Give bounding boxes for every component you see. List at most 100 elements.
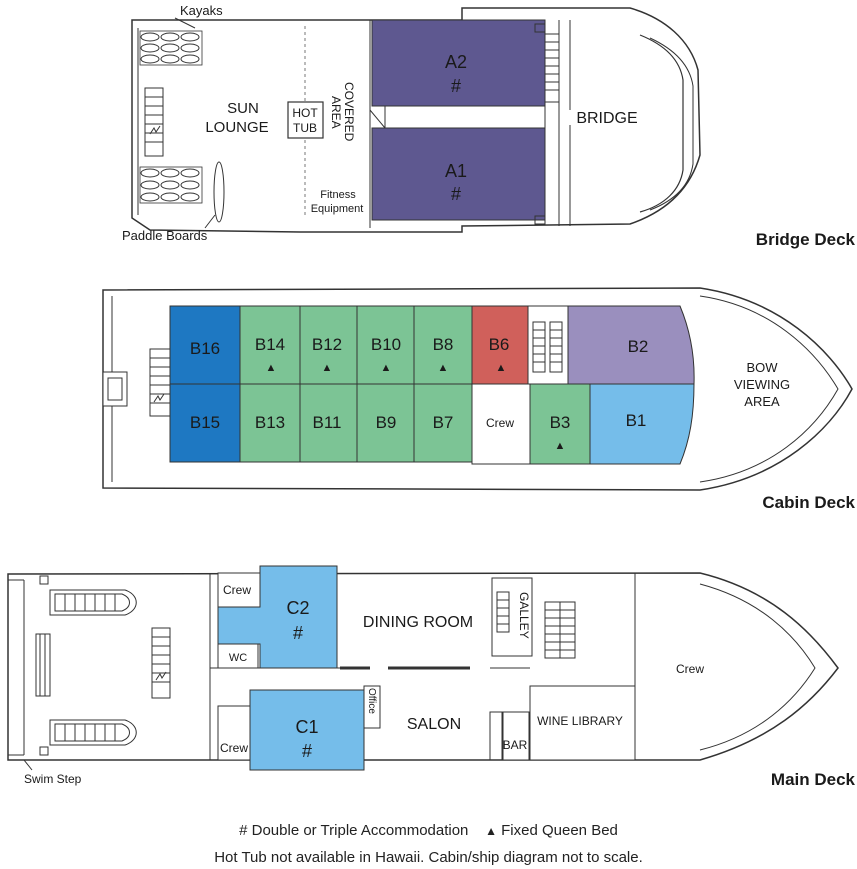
cabin-b3-queen-icon: ▲ (555, 440, 566, 452)
bridge-deck-title: Bridge Deck (756, 230, 856, 249)
legend-note: Hot Tub not available in Hawaii. Cabin/s… (214, 849, 643, 866)
cabin-stern-stairs (149, 348, 171, 417)
tender-boat-bottom (39, 719, 137, 756)
cabin-b10-queen-icon: ▲ (381, 362, 392, 374)
bridge-forward-stairs (534, 20, 571, 226)
dining-room-label: DINING ROOM (363, 614, 473, 631)
cabin-a1[interactable] (371, 127, 546, 221)
cabin-b11[interactable] (299, 383, 358, 463)
cabin-b9[interactable] (356, 383, 415, 463)
cabin-b6-label: B6 (489, 335, 510, 354)
cabin-a2-label: A2 (445, 52, 467, 72)
cabin-a2-hash: # (451, 76, 461, 96)
kayaks-label: Kayaks (180, 3, 223, 18)
hot-tub (287, 101, 324, 139)
covered-area-label: COVERED (342, 82, 356, 142)
cabin-c1-hash: # (302, 741, 312, 761)
wine-library-room (529, 685, 636, 761)
bar-label: BAR (503, 738, 528, 752)
cabin-b13-label: B13 (255, 413, 285, 432)
cabin-c1[interactable] (249, 689, 365, 771)
galley-label: GALLEY (517, 592, 531, 639)
cabin-b14-queen-icon: ▲ (266, 362, 277, 374)
cabin-deck-crew (471, 383, 531, 465)
main-crew-top-room (217, 572, 261, 608)
main-crew-top-label: Crew (223, 583, 251, 597)
cabin-b6-queen-icon: ▲ (496, 362, 507, 374)
legend-triangle-symbol: ▲ (485, 824, 497, 838)
cabin-c2-hash: # (293, 623, 303, 643)
office-room (363, 685, 381, 729)
legend-row: # Double or Triple Accommodation ▲ Fixed… (0, 822, 857, 839)
wc-room (217, 643, 259, 669)
main-crew-bow-label: Crew (676, 662, 704, 676)
cabin-b12-queen-icon: ▲ (322, 362, 333, 374)
cabin-b10-label: B10 (371, 335, 401, 354)
cabin-b15[interactable] (169, 383, 241, 463)
cabin-b16-label: B16 (190, 339, 220, 358)
main-crew-bottom-room (217, 705, 251, 761)
swim-step-label: Swim Step (24, 772, 82, 786)
sun-lounge-label: SUN (227, 100, 259, 117)
main-deck-title: Main Deck (771, 770, 856, 789)
fitness-label: Fitness (320, 189, 356, 201)
swim-step (35, 633, 51, 697)
cabin-deck-crew-label: Crew (486, 416, 514, 430)
cabin-b8-queen-icon: ▲ (438, 362, 449, 374)
cabin-forward-stairs (527, 305, 569, 385)
cabin-b12[interactable] (299, 305, 358, 385)
cabin-b16[interactable] (169, 305, 241, 385)
bow-viewing-label-2: VIEWING (734, 377, 790, 392)
cabin-b7[interactable] (413, 383, 473, 463)
cabin-b9-label: B9 (376, 413, 397, 432)
paddle-board-icon (213, 161, 225, 223)
cabin-b6[interactable] (471, 305, 529, 385)
salon-label: SALON (407, 716, 461, 733)
galley-room (491, 577, 533, 657)
legend-triangle-text: Fixed Queen Bed (501, 822, 618, 839)
kayak-rack-top (139, 30, 203, 66)
bridge-label: BRIDGE (576, 110, 637, 127)
cabin-b11-label: B11 (313, 413, 342, 432)
hot-tub-label: HOT (292, 106, 318, 120)
legend-hash-symbol: # (239, 822, 248, 839)
main-stern-stairs (151, 627, 171, 699)
hot-tub-label-2: TUB (293, 121, 317, 135)
bar-area (502, 711, 530, 761)
cabin-a2[interactable] (371, 19, 546, 107)
bridge-deck: Kayaks Paddle Boards SUN LOUNGE HOT TUB … (122, 3, 856, 249)
bow-viewing-label-1: BOW (746, 360, 778, 375)
cabin-b14-label: B14 (255, 335, 285, 354)
cabin-b7-label: B7 (433, 413, 454, 432)
cabin-b12-label: B12 (312, 335, 342, 354)
main-forward-stairs (544, 601, 576, 659)
main-crew-bottom-label: Crew (220, 741, 248, 755)
cabin-deck: B16 B14 ▲ B12 ▲ B10 ▲ B8 ▲ B6 ▲ (102, 287, 856, 512)
cabin-b15-label: B15 (190, 413, 220, 432)
wc-label: WC (229, 652, 247, 664)
legend-hash-text: Double or Triple Accommodation (251, 822, 469, 839)
covered-area-label-2: AREA (329, 96, 343, 129)
cabin-c2-label: C2 (286, 598, 309, 618)
cabin-c2[interactable] (217, 565, 338, 669)
cabin-deck-title: Cabin Deck (762, 493, 855, 512)
main-deck: Swim Step Crew C2 # WC DINING ROOM (7, 565, 856, 789)
tender-boat-top (39, 575, 137, 616)
cabin-b1-label: B1 (626, 411, 647, 430)
fitness-label-2: Equipment (311, 203, 364, 215)
wine-library-label: WINE LIBRARY (537, 714, 623, 728)
paddle-boards-label: Paddle Boards (122, 228, 208, 243)
cabin-b3-label: B3 (550, 413, 571, 432)
cabin-b14[interactable] (239, 305, 301, 385)
cabin-b2-label: B2 (628, 337, 649, 356)
bridge-corridor (384, 105, 546, 129)
sun-lounge-label-2: LOUNGE (205, 119, 268, 136)
cabin-b13[interactable] (239, 383, 301, 463)
cabin-a1-hash: # (451, 184, 461, 204)
bridge-stern-stairs (144, 87, 164, 157)
office-label: Office (366, 688, 377, 714)
cabin-b1[interactable] (589, 383, 695, 465)
cabin-c1-label: C1 (295, 717, 318, 737)
cabin-b8-label: B8 (433, 335, 454, 354)
